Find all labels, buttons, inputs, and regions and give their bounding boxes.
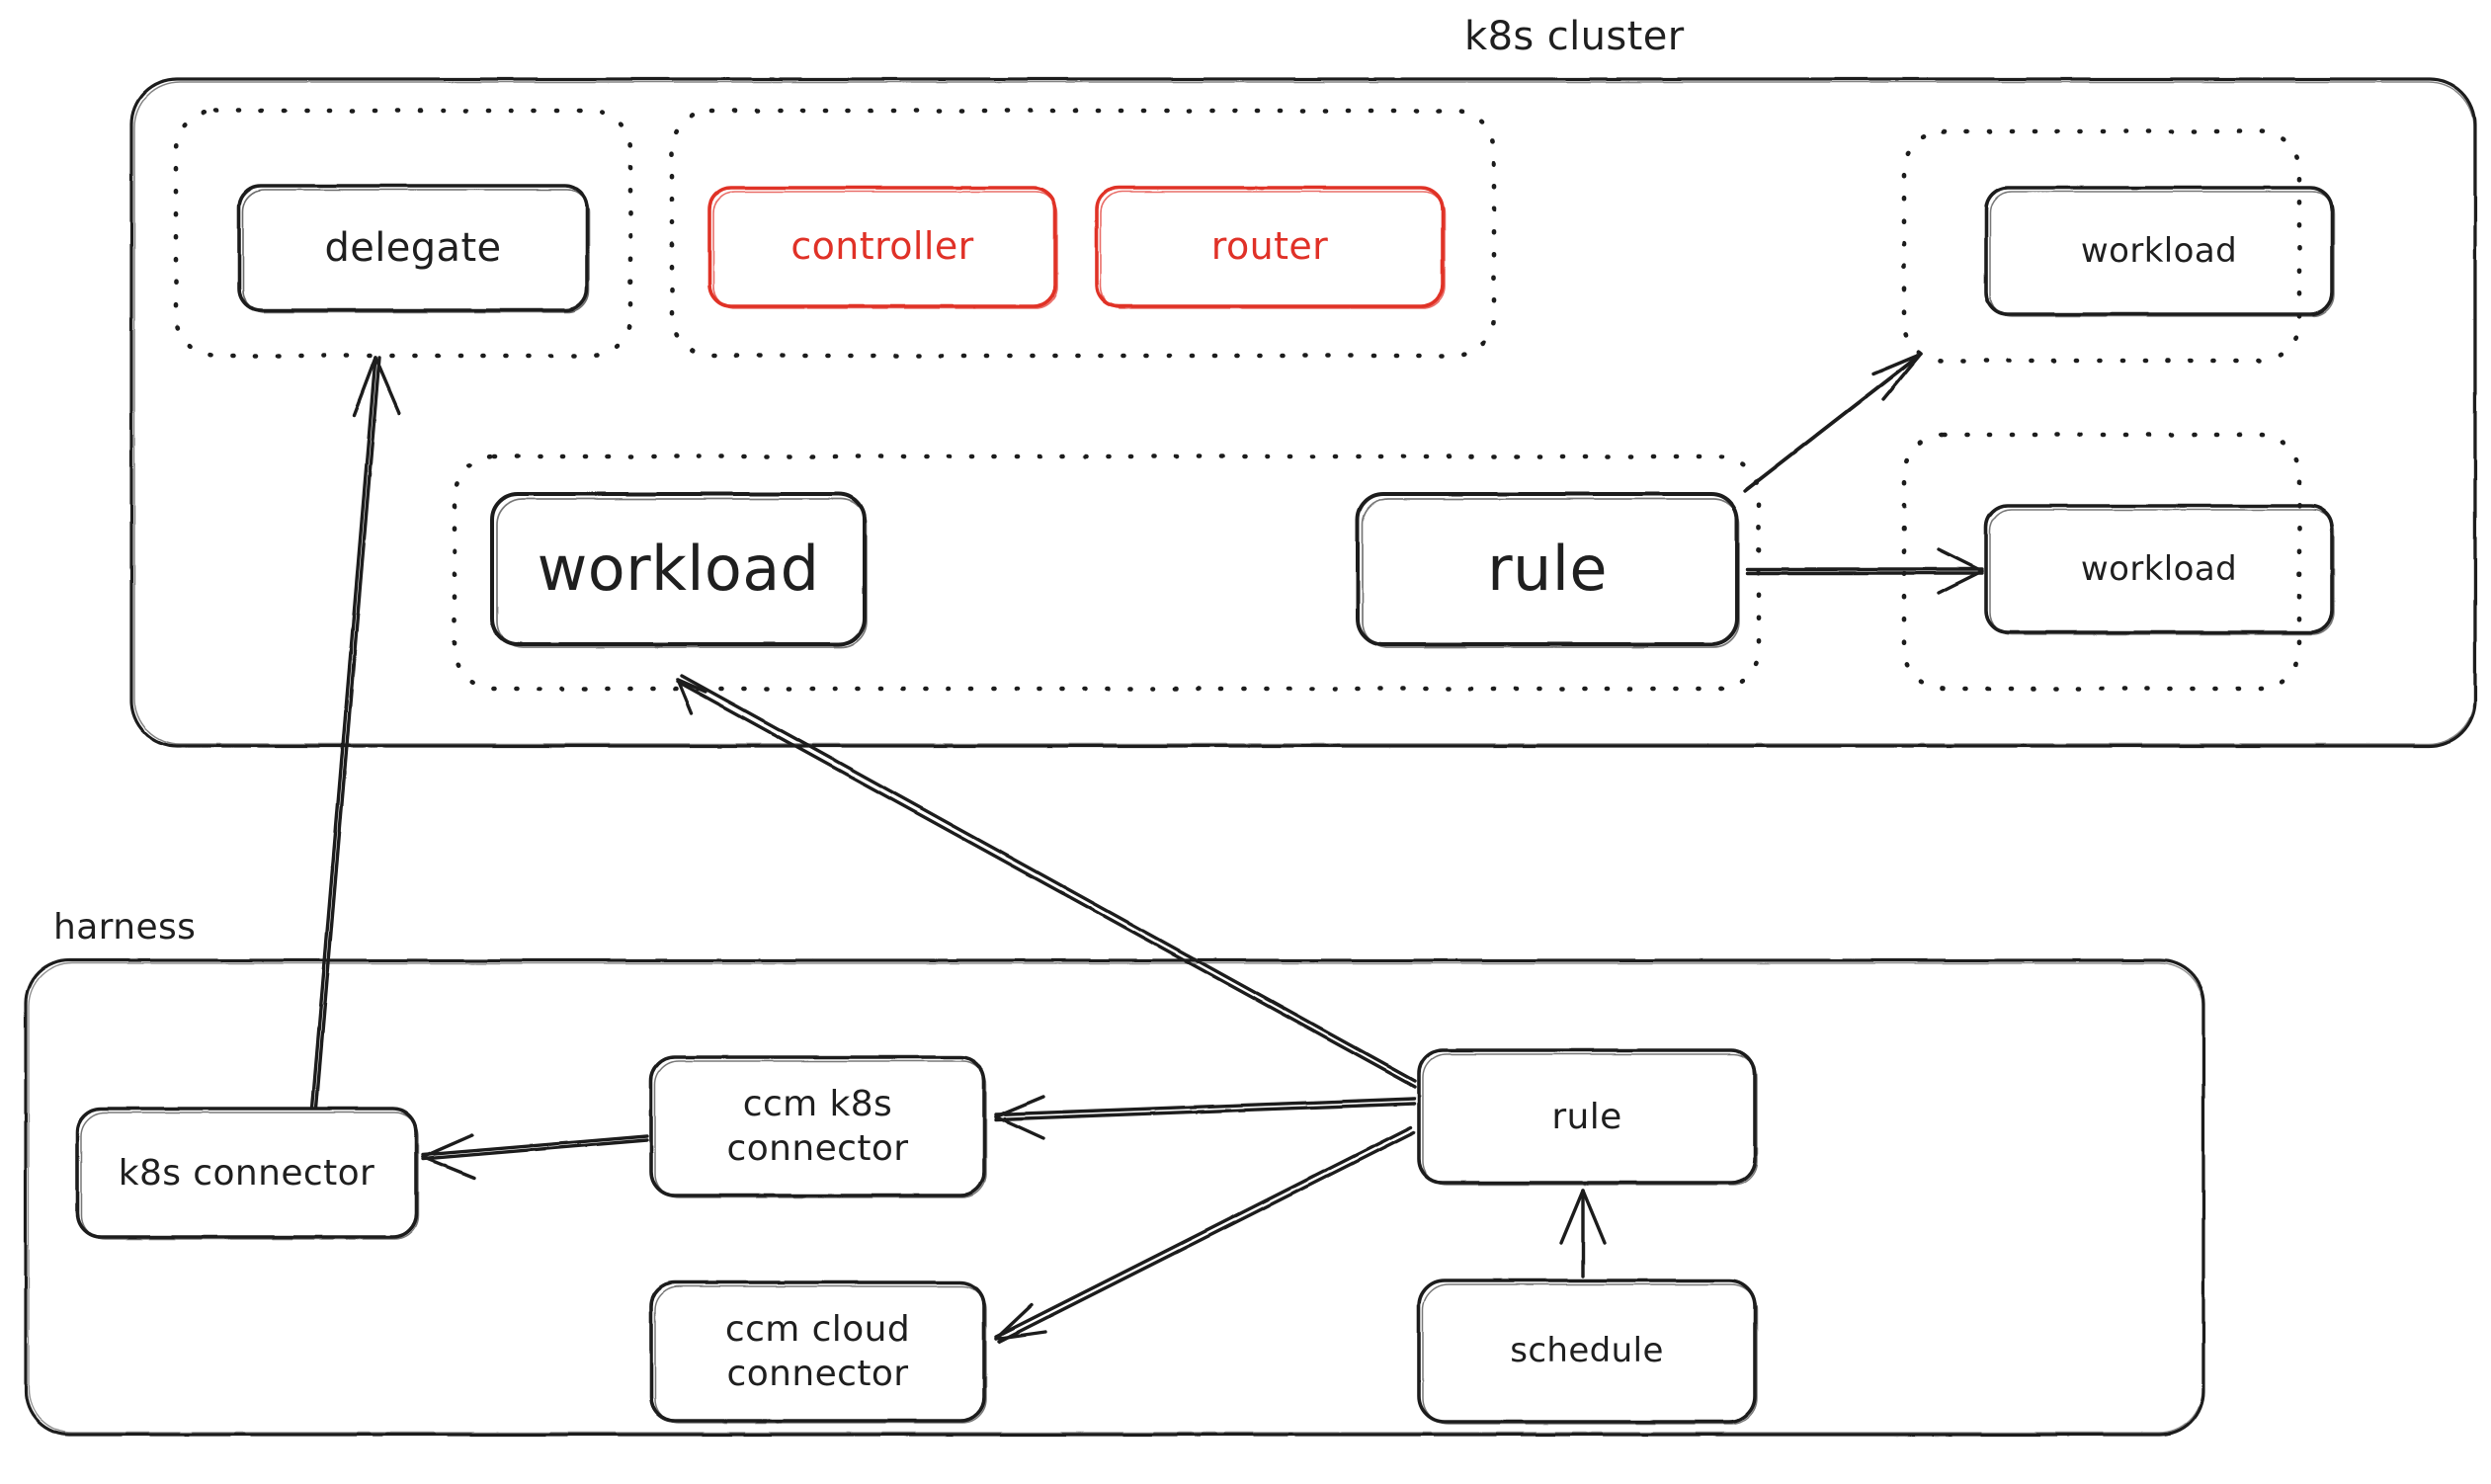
edge-rule-harness-to-ccm-cloud (994, 1125, 1416, 1344)
edge-rule-cluster-to-workload-top-right (1743, 352, 1923, 493)
node-box-workload-bottom-right[interactable] (1984, 504, 2335, 635)
node-box-rule-cluster[interactable] (1356, 492, 1740, 648)
container-harness (24, 958, 2205, 1437)
node-box-controller[interactable] (707, 186, 1058, 309)
node-box-workload-main[interactable] (490, 492, 868, 648)
group-workload-top-right (1901, 128, 2302, 364)
node-box-ccm-k8s-connector[interactable] (649, 1055, 987, 1198)
group-workload-bottom-right (1901, 432, 2302, 692)
node-box-workload-top-right[interactable] (1984, 186, 2335, 317)
group-workload-rule (452, 453, 1762, 692)
container-label-k8s-cluster: k8s cluster (1464, 14, 1685, 59)
node-box-delegate[interactable] (237, 184, 590, 313)
edge-k8s-connector-to-delegate (310, 356, 401, 1111)
node-box-ccm-cloud-connector[interactable] (649, 1280, 987, 1424)
node-box-k8s-connector[interactable] (75, 1107, 419, 1240)
container-k8s-cluster (129, 77, 2477, 748)
group-delegate (173, 108, 633, 359)
node-box-router[interactable] (1095, 186, 1446, 309)
edge-rule-harness-to-workload-main (676, 674, 1417, 1089)
edge-schedule-to-rule-harness (1559, 1189, 1607, 1278)
group-controller-router (669, 108, 1497, 359)
edge-ccm-k8s-to-k8s-connector (421, 1133, 649, 1180)
node-box-rule-harness[interactable] (1417, 1048, 1758, 1186)
edge-rule-cluster-to-workload-bottom-right (1745, 547, 1984, 595)
edge-rule-harness-to-ccm-k8s (994, 1095, 1417, 1140)
container-label-harness: harness (53, 907, 197, 948)
node-box-schedule[interactable] (1417, 1278, 1758, 1425)
